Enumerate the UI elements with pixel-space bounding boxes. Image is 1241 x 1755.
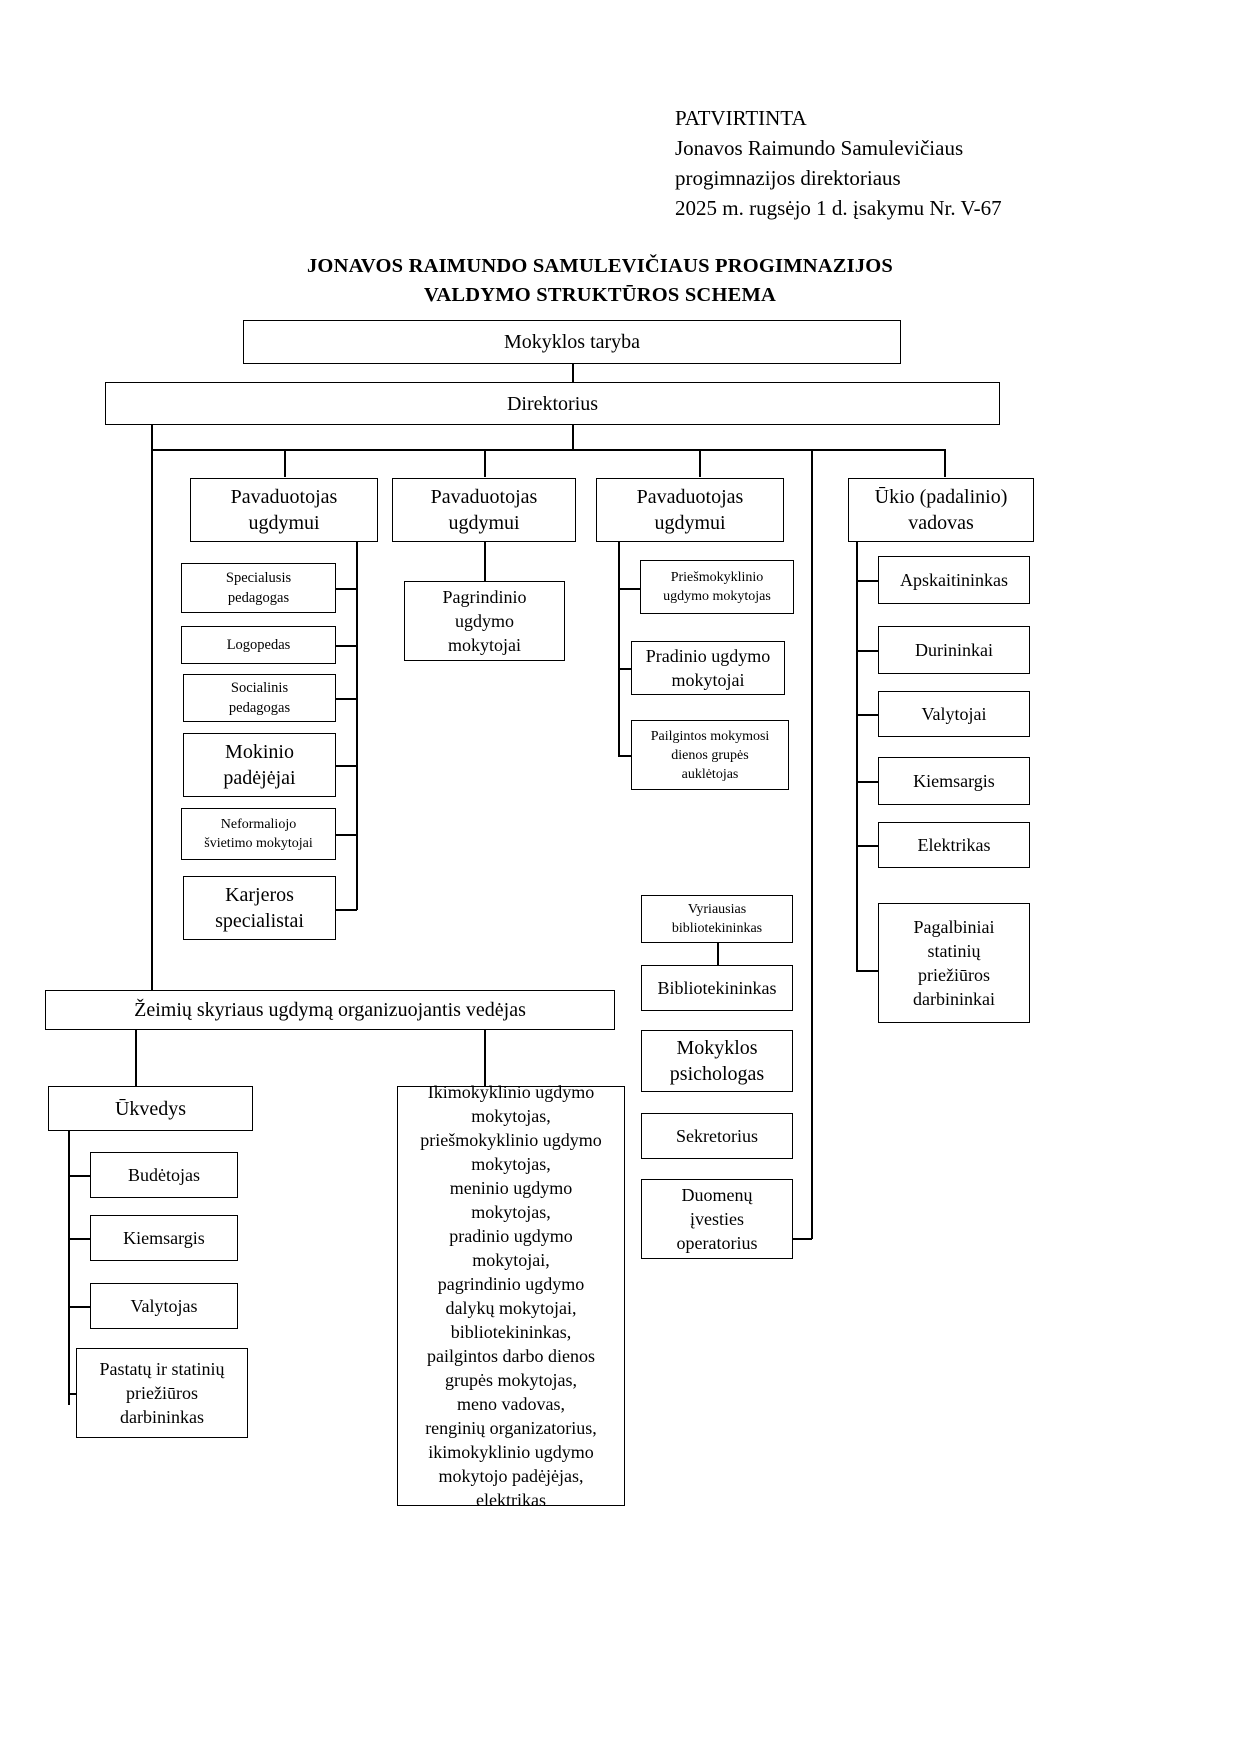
approval-block: PATVIRTINTA Jonavos Raimundo Samulevičia… bbox=[675, 103, 1095, 223]
title-line-2: VALDYMO STRUKTŪROS SCHEMA bbox=[423, 284, 777, 306]
node-electrician[interactable]: Elektrikas bbox=[878, 822, 1030, 868]
connector-director-left-drop bbox=[151, 424, 153, 450]
connector-rail-student-assistants bbox=[336, 765, 357, 767]
node-yard-keeper[interactable]: Kiemsargis bbox=[878, 757, 1030, 805]
node-facility-head[interactable]: Ūkio (padalinio) vadovas bbox=[848, 478, 1034, 542]
connector-rail-support-workers bbox=[856, 970, 878, 972]
node-zeimiai-staff[interactable]: Ikimokyklinio ugdymo mokytojas, priešmok… bbox=[397, 1082, 625, 1510]
connector-bus-facility bbox=[944, 449, 946, 477]
connector-rail-nonformal bbox=[336, 834, 357, 836]
node-deputy-education-3[interactable]: Pavaduotojas ugdymui bbox=[596, 478, 784, 542]
node-primary-teachers[interactable]: Pradinio ugdymo mokytojai bbox=[631, 641, 785, 695]
connector-spine-data-operator bbox=[793, 1238, 812, 1240]
node-extended-day-group[interactable]: Pailgintos mokymosi dienos grupės auklėt… bbox=[631, 720, 789, 790]
node-basic-education-teachers[interactable]: Pagrindinio ugdymo mokytojai bbox=[404, 581, 565, 661]
connector-council-director bbox=[572, 363, 574, 383]
connector-rail-yardkeeper2 bbox=[68, 1238, 90, 1240]
connector-facility-rail bbox=[856, 541, 858, 971]
approval-line-4: 2025 m. rugsėjo 1 d. įsakymu Nr. V-67 bbox=[675, 196, 1002, 220]
node-accountant[interactable]: Apskaitininkas bbox=[878, 556, 1030, 604]
approval-line-2: Jonavos Raimundo Samulevičiaus bbox=[675, 136, 964, 160]
node-career-specialists[interactable]: Karjeros specialistai bbox=[183, 876, 336, 940]
approval-line-1: PATVIRTINTA bbox=[675, 106, 807, 130]
node-cleaners[interactable]: Valytojai bbox=[878, 691, 1030, 737]
node-yard-keeper-2[interactable]: Kiemsargis bbox=[90, 1215, 238, 1261]
connector-rail-speech-therapist bbox=[336, 645, 357, 647]
node-deputy-education-1[interactable]: Pavaduotojas ugdymui bbox=[190, 478, 378, 542]
connector-bus-deputy3 bbox=[699, 449, 701, 477]
connector-deputy2-basic-teachers bbox=[484, 541, 486, 588]
connector-rail-special-pedagogue bbox=[336, 588, 357, 590]
connector-rail-career bbox=[336, 909, 357, 911]
connector-deputy3-rail bbox=[618, 541, 620, 756]
connector-zeimiai-steward bbox=[135, 1029, 137, 1086]
connector-rail-cleaner2 bbox=[68, 1306, 90, 1308]
connector-zeimiai-staff bbox=[484, 1029, 486, 1086]
connector-rail-extended-day bbox=[618, 755, 640, 757]
title-line-1: JONAVOS RAIMUNDO SAMULEVIČIAUS PROGIMNAZ… bbox=[306, 255, 894, 277]
node-secretary[interactable]: Sekretorius bbox=[641, 1113, 793, 1159]
node-nonformal-teachers[interactable]: Neformaliojo švietimo mokytojai bbox=[181, 808, 336, 860]
connector-deputy1-rail bbox=[356, 541, 358, 910]
node-speech-therapist[interactable]: Logopedas bbox=[181, 626, 336, 664]
node-director[interactable]: Direktorius bbox=[105, 382, 1000, 425]
page-title: JONAVOS RAIMUNDO SAMULEVIČIAUS PROGIMNAZ… bbox=[150, 252, 1050, 310]
connector-bus-deputy2 bbox=[484, 449, 486, 477]
connector-deputy3-lower-spine bbox=[811, 449, 813, 1239]
connector-rail-primary bbox=[618, 668, 640, 670]
node-psychologist[interactable]: Mokyklos psichologas bbox=[641, 1030, 793, 1092]
node-school-council[interactable]: Mokyklos taryba bbox=[243, 320, 901, 364]
connector-rail-social-pedagogue bbox=[336, 698, 357, 700]
connector-director-zeimiai-spine bbox=[151, 449, 153, 997]
connector-rail-cleaners bbox=[856, 714, 878, 716]
node-deputy-education-2[interactable]: Pavaduotojas ugdymui bbox=[392, 478, 576, 542]
node-support-workers[interactable]: Pagalbiniai statinių priežiūros darbinin… bbox=[878, 903, 1030, 1023]
connector-rail-electrician bbox=[856, 845, 878, 847]
node-duty-officer[interactable]: Budėtojas bbox=[90, 1152, 238, 1198]
node-doorkeepers[interactable]: Durininkai bbox=[878, 626, 1030, 674]
connector-rail-preschool bbox=[618, 588, 640, 590]
connector-rail-doorkeepers bbox=[856, 650, 878, 652]
connector-rail-yardkeeper bbox=[856, 781, 878, 783]
node-building-worker[interactable]: Pastatų ir statinių priežiūros darbinink… bbox=[76, 1348, 248, 1438]
approval-line-3: progimnazijos direktoriaus bbox=[675, 166, 901, 190]
node-student-assistants[interactable]: Mokinio padėjėjai bbox=[183, 733, 336, 797]
connector-rail-accountant bbox=[856, 580, 878, 582]
node-librarian[interactable]: Bibliotekininkas bbox=[641, 965, 793, 1011]
connector-chief-librarian-librarian bbox=[717, 942, 719, 966]
connector-rail-duty-officer bbox=[68, 1175, 90, 1177]
node-cleaner-2[interactable]: Valytojas bbox=[90, 1283, 238, 1329]
node-chief-librarian[interactable]: Vyriausias bibliotekininkas bbox=[641, 895, 793, 943]
node-preschool-teachers[interactable]: Priešmokyklinio ugdymo mokytojas bbox=[640, 560, 794, 614]
connector-director-bus bbox=[151, 449, 945, 451]
node-social-pedagogue[interactable]: Socialinis pedagogas bbox=[183, 674, 336, 722]
node-special-pedagogue[interactable]: Specialusis pedagogas bbox=[181, 563, 336, 613]
node-steward[interactable]: Ūkvedys bbox=[48, 1086, 253, 1131]
connector-director-stem bbox=[572, 424, 574, 450]
connector-steward-rail bbox=[68, 1130, 70, 1405]
node-data-operator[interactable]: Duomenų įvesties operatorius bbox=[641, 1179, 793, 1259]
node-zeimiai-head[interactable]: Žeimių skyriaus ugdymą organizuojantis v… bbox=[45, 990, 615, 1030]
connector-bus-deputy1 bbox=[284, 449, 286, 477]
